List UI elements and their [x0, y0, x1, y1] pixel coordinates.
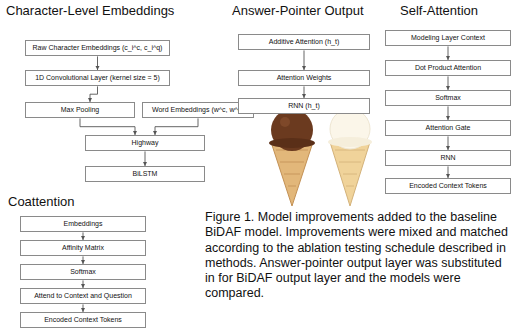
flow-arrow	[155, 118, 198, 135]
box-text: Dot Product Attention	[415, 64, 481, 72]
process-box: BiLSTM	[85, 166, 205, 182]
flow-arrow	[83, 304, 84, 312]
box-text: Attention Weights	[277, 74, 332, 82]
flow-arrow	[304, 50, 305, 70]
flow-arrow	[448, 136, 449, 150]
process-box: Encoded Context Tokens	[20, 312, 146, 328]
section-heading: Self-Attention	[400, 3, 478, 18]
chocolate-cone	[269, 109, 315, 206]
box-text: Highway	[132, 139, 159, 147]
flow-arrow	[97, 56, 98, 70]
flow-arrow	[83, 280, 84, 288]
box-text: Softmax	[435, 94, 461, 102]
process-box: Encoded Context Tokens	[385, 178, 511, 194]
box-text: Additive Attention (h_t)	[269, 38, 339, 46]
figure-caption: Figure 1. Model improvements added to th…	[205, 210, 511, 302]
process-box: Attention Weights	[238, 70, 370, 86]
flow-arrow	[83, 256, 84, 264]
section-heading: Answer-Pointer Output	[232, 3, 364, 18]
process-box: Dot Product Attention	[385, 60, 511, 76]
box-text: BiLSTM	[133, 170, 158, 178]
flow-arrow	[83, 232, 84, 240]
flow-arrow	[145, 151, 146, 166]
process-box: 1D Convolutional Layer (kernel size = 5)	[25, 70, 170, 86]
process-box: Highway	[85, 135, 205, 151]
box-text: RNN (h_t)	[288, 102, 320, 110]
box-text: Attend to Context and Question	[34, 292, 132, 300]
box-text: Word Embeddings (w^c, w^q)	[152, 106, 244, 114]
box-text: Raw Character Embeddings (c_i^c, c_i^q)	[33, 44, 163, 52]
process-box: RNN (h_t)	[238, 98, 370, 114]
process-box: Softmax	[20, 264, 146, 280]
flow-arrow	[448, 106, 449, 120]
flow-arrow	[90, 86, 98, 102]
process-box: Raw Character Embeddings (c_i^c, c_i^q)	[25, 40, 170, 56]
process-box: Attention Gate	[385, 120, 511, 136]
flow-arrow	[448, 166, 449, 178]
process-box: Additive Attention (h_t)	[238, 34, 370, 50]
vanilla-cone	[328, 109, 372, 206]
box-text: Softmax	[70, 268, 96, 276]
box-text: RNN	[440, 154, 455, 162]
box-text: Max Pooling	[61, 106, 100, 114]
box-text: 1D Convolutional Layer (kernel size = 5)	[35, 74, 160, 82]
box-text: Affinity Matrix	[62, 244, 104, 252]
process-box: Attend to Context and Question	[20, 288, 146, 304]
process-box: Max Pooling	[25, 102, 135, 118]
process-box: Modeling Layer Context	[385, 30, 511, 46]
section-heading: Coattention	[8, 194, 75, 209]
box-text: Modeling Layer Context	[411, 34, 485, 42]
box-text: Encoded Context Tokens	[409, 182, 487, 190]
process-box: Embeddings	[20, 216, 146, 232]
box-text: Embeddings	[64, 220, 103, 228]
process-box: Affinity Matrix	[20, 240, 146, 256]
flow-arrow	[448, 46, 449, 60]
process-box: RNN	[385, 150, 511, 166]
box-text: Attention Gate	[426, 124, 471, 132]
flow-arrow	[448, 76, 449, 90]
box-text: Encoded Context Tokens	[44, 316, 122, 324]
flow-arrow	[304, 86, 305, 98]
process-box: Softmax	[385, 90, 511, 106]
flow-arrow	[80, 118, 135, 135]
section-heading: Character-Level Embeddings	[6, 3, 174, 18]
